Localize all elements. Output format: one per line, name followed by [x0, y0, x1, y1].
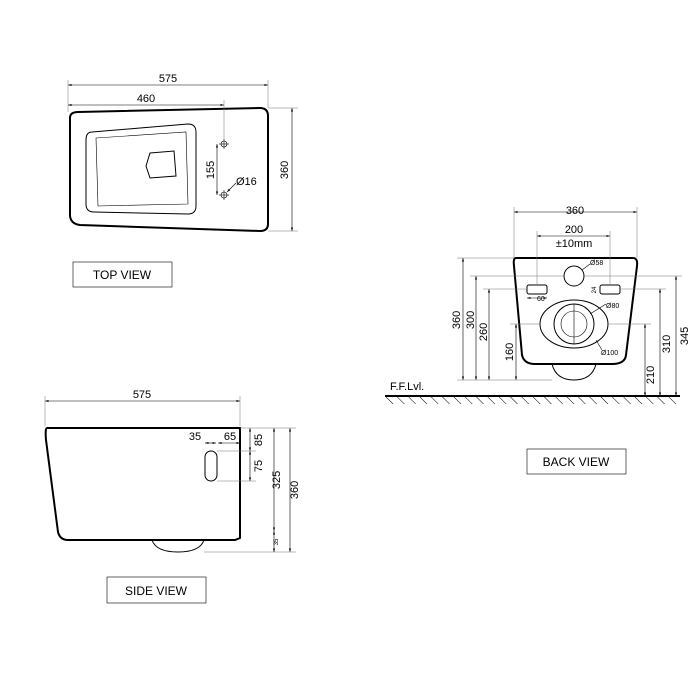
back-dim-tolerance: ±10mm	[556, 238, 593, 250]
side-view-inlet-slot	[204, 450, 218, 482]
back-dim-80: Ø80	[606, 303, 619, 310]
top-view-bowl-rim	[85, 123, 197, 215]
back-view-slot-left	[526, 284, 548, 295]
side-dim-65: 65	[224, 431, 236, 443]
side-view-label: SIDE VIEW	[125, 584, 188, 598]
top-view-outline	[69, 106, 269, 233]
back-view-label: BACK VIEW	[543, 455, 610, 469]
side-dim-360: 360	[289, 481, 301, 499]
side-view-label-box	[106, 576, 207, 604]
back-dim-100: Ø100	[601, 350, 618, 357]
top-view-label-box	[72, 261, 173, 288]
back-dim-260: 260	[478, 323, 490, 341]
back-view-base	[551, 363, 597, 381]
top-view-outlet	[145, 150, 177, 179]
floor-level-label: F.F.Lvl.	[390, 381, 424, 393]
side-view: 575 35 65 85 75 325 360 35 SIDE VIEW	[44, 389, 301, 604]
back-dim-200: 200	[565, 224, 583, 236]
back-dim-60: 60	[537, 296, 545, 303]
top-view-bowl-inner	[95, 131, 189, 207]
back-dim-160: 160	[504, 343, 516, 361]
back-dim-300: 300	[465, 311, 477, 329]
side-dim-85: 85	[253, 434, 265, 446]
back-view-outline	[512, 257, 639, 365]
side-dim-35-bottom: 35	[274, 538, 280, 545]
back-dim-width-360: 360	[566, 205, 584, 217]
back-dim-210: 210	[645, 366, 657, 384]
back-view-inlet	[563, 265, 585, 287]
back-dim-58: Ø58	[590, 260, 603, 267]
back-view: F.F.Lvl. 360 200 ±10mm Ø58 60 24 Ø80 Ø10…	[385, 205, 691, 475]
top-dim-diameter-16: Ø16	[236, 176, 257, 188]
top-dim-155: 155	[205, 161, 217, 179]
top-dim-360: 360	[279, 161, 291, 179]
top-dim-460: 460	[137, 93, 155, 105]
top-dim-575: 575	[159, 73, 177, 85]
side-dim-575: 575	[133, 389, 151, 401]
side-dim-75: 75	[253, 460, 265, 472]
side-view-outline	[44, 427, 241, 541]
back-dim-24: 24	[592, 286, 598, 293]
top-view-label: TOP VIEW	[93, 268, 152, 282]
back-view-label-box	[526, 448, 627, 475]
side-dim-35: 35	[189, 431, 201, 443]
floor-hatch	[385, 396, 680, 404]
side-view-base	[151, 539, 205, 553]
back-view-slot-right	[599, 284, 621, 295]
top-view: 575 460 155 Ø16 360 TOP VIEW	[67, 73, 298, 288]
top-view-fixing-holes	[219, 139, 229, 200]
back-dim-310: 310	[661, 335, 673, 353]
back-dim-345: 345	[679, 327, 691, 345]
back-dim-360-height: 360	[451, 311, 463, 329]
side-dim-325: 325	[271, 471, 283, 489]
